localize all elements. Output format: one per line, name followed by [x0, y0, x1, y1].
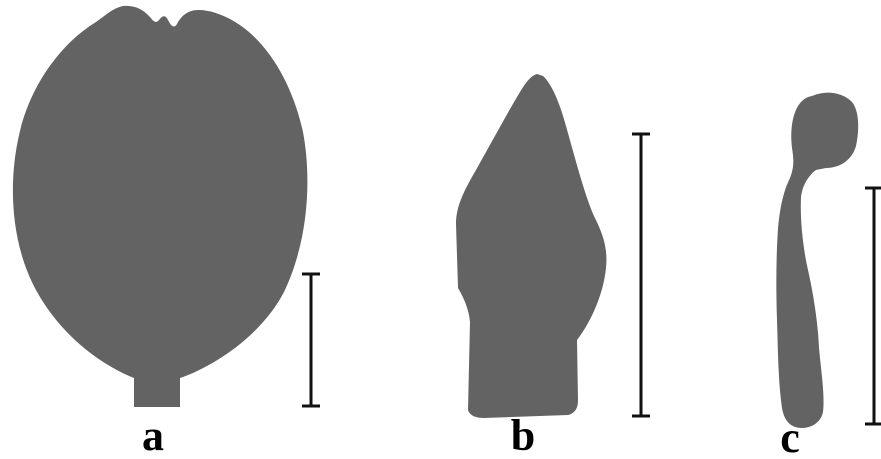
petal-shape-a	[13, 6, 308, 407]
sepal-shape-b	[456, 74, 606, 418]
panel-a: a	[13, 6, 320, 459]
panel-c: c	[776, 93, 881, 459]
stamen-shape-c	[776, 93, 858, 428]
panel-label-a: a	[142, 411, 164, 459]
panel-b: b	[456, 74, 650, 459]
panel-label-b: b	[511, 411, 535, 459]
panel-label-c: c	[780, 413, 800, 459]
